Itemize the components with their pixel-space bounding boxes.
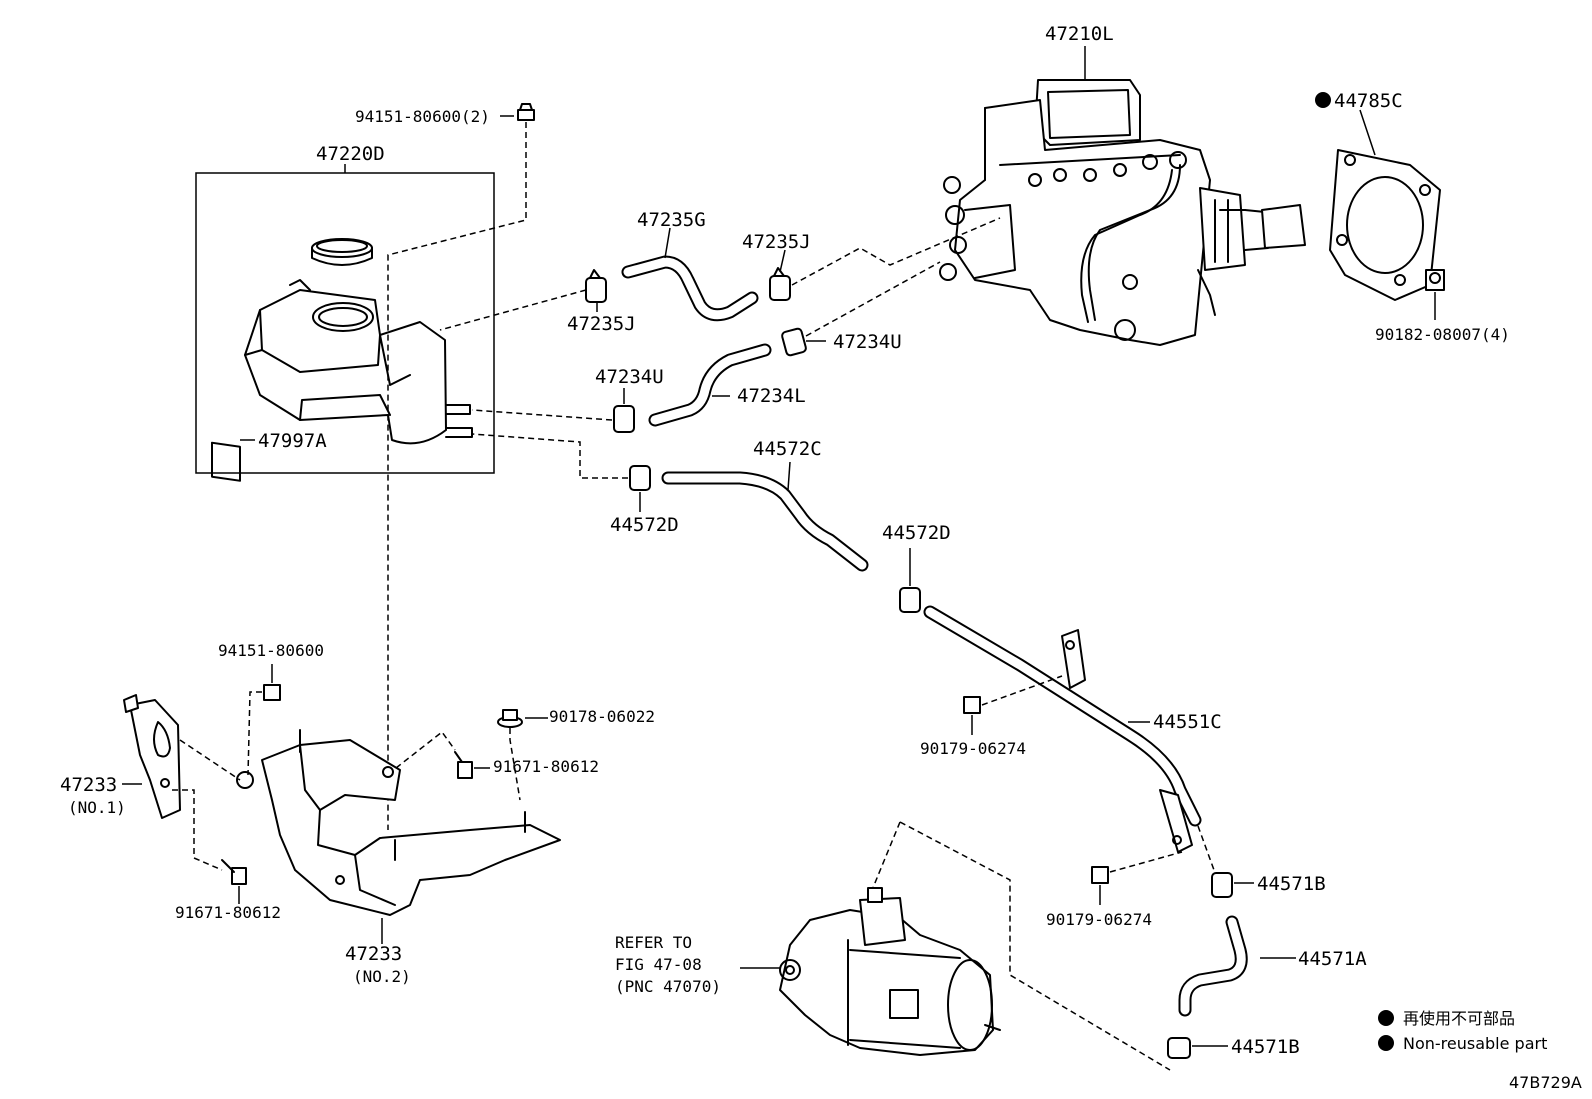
dash-nut-to-pipe-top <box>981 675 1063 706</box>
label-44571A: 44571A <box>1298 948 1367 970</box>
label-90179-06274-bottom: 90179-06274 <box>1046 910 1152 929</box>
label-44551C: 44551C <box>1153 711 1222 733</box>
label-44572C: 44572C <box>753 438 822 460</box>
clamp-44571B-bottom <box>1167 1037 1191 1059</box>
dash-pipe-to-clamp <box>1197 825 1215 871</box>
nut-90182-08007 <box>1425 269 1445 291</box>
nut-90178-06022 <box>497 709 523 728</box>
leader-47235J-top <box>779 249 786 273</box>
gasket-44785C <box>1329 149 1441 301</box>
leader-44572C <box>787 461 791 491</box>
bolt-91671-80612-left <box>221 859 247 885</box>
dash-44572D-to-reservoir <box>471 433 628 479</box>
hose-44572C <box>661 471 869 572</box>
brake-fluid-reservoir <box>244 279 473 445</box>
legend-japanese: 再使用不可部品 <box>1403 1009 1515 1028</box>
label-47234L: 47234L <box>737 385 806 407</box>
legend-bullet-japanese <box>1378 1010 1394 1026</box>
refer-line3: (PNC 47070) <box>615 977 721 996</box>
bolt-94151-80600 <box>263 684 281 701</box>
brake-booster-assembly <box>939 79 1306 346</box>
legend-bullet-english <box>1378 1035 1394 1051</box>
label-47235J-top: 47235J <box>742 231 811 253</box>
label-91671-80612-left: 91671-80612 <box>175 903 281 922</box>
dash-nut-to-pipe-bottom <box>1109 851 1183 873</box>
dash-47235J-to-reservoir <box>439 289 587 331</box>
refer-line1: REFER TO <box>615 933 692 952</box>
label-47235J-left: 47235J <box>567 313 636 335</box>
reservoir-cap <box>311 238 373 266</box>
bracket-47233-no2 <box>236 729 561 916</box>
nut-90179-06274-bottom <box>1091 866 1109 884</box>
legend-english: Non-reusable part <box>1403 1034 1547 1053</box>
label-90178-06022: 90178-06022 <box>549 707 655 726</box>
dash-94151-80600-to-bracket <box>247 691 262 776</box>
dash-pump-top <box>869 821 901 896</box>
label-94151-80600: 94151-80600 <box>218 641 324 660</box>
label-47997A: 47997A <box>258 430 327 452</box>
non-reusable-mark-44785C <box>1315 92 1331 108</box>
label-47235G: 47235G <box>637 209 706 231</box>
hose-47235G <box>621 255 759 322</box>
label-47233-no1-sub: (NO.1) <box>68 798 126 817</box>
clamp-47234U-left <box>613 405 635 433</box>
clamp-44572D-right <box>899 587 921 613</box>
dash-47235J-to-booster <box>791 217 1001 286</box>
clamp-44571B-top <box>1211 872 1233 898</box>
label-91671-80612-right: 91671-80612 <box>493 757 599 776</box>
leader-47235G <box>664 227 671 259</box>
label-44572D-left: 44572D <box>610 514 679 536</box>
leader-44785C <box>1359 109 1376 156</box>
clamp-47234U-right <box>781 327 807 357</box>
dash-47234U-to-booster <box>805 261 941 337</box>
label-47234U-left: 47234U <box>595 366 664 388</box>
bracket-47233-no1 <box>123 694 181 819</box>
label-47233-no2: 47233 <box>345 943 402 965</box>
dash-pump-to-44571B <box>899 821 1171 1071</box>
label-44785C: 44785C <box>1334 90 1403 112</box>
hose-44571A <box>1178 915 1248 1017</box>
label-90182-08007-4: 90182-08007(4) <box>1375 325 1510 344</box>
nut-90179-06274-top <box>963 696 981 714</box>
dash-no1-to-bolt <box>172 789 223 871</box>
refer-line2: FIG 47-08 <box>615 955 702 974</box>
pipe-44551C <box>923 605 1202 853</box>
dash-47234U-to-reservoir <box>471 409 613 421</box>
clamp-47235J-left <box>585 269 607 303</box>
bolt-91671-80612-right <box>454 751 473 779</box>
label-47220D: 47220D <box>316 143 385 165</box>
bolt-94151-80600-top <box>517 103 535 121</box>
label-plate-47997A <box>211 441 241 482</box>
label-47233-no2-sub: (NO.2) <box>353 967 411 986</box>
clamp-44572D-left <box>629 465 651 491</box>
label-44571B-bottom: 44571B <box>1231 1036 1300 1058</box>
label-47210L: 47210L <box>1045 23 1114 45</box>
label-94151-80600-2: 94151-80600(2) <box>355 107 490 126</box>
label-47233-no1: 47233 <box>60 774 117 796</box>
label-44572D-right: 44572D <box>882 522 951 544</box>
label-47234U-right: 47234U <box>833 331 902 353</box>
dash-91671-to-bracket <box>395 730 456 769</box>
hose-47234L <box>648 343 772 427</box>
figure-code: 47B729A <box>1509 1073 1582 1092</box>
label-44571B-top: 44571B <box>1257 873 1326 895</box>
clamp-47235J-top <box>769 267 791 301</box>
dash-90178-to-bracket <box>509 728 521 801</box>
brake-pump-motor <box>779 887 1001 1056</box>
label-90179-06274-top: 90179-06274 <box>920 739 1026 758</box>
dash-no1-to-no2 <box>179 739 241 781</box>
